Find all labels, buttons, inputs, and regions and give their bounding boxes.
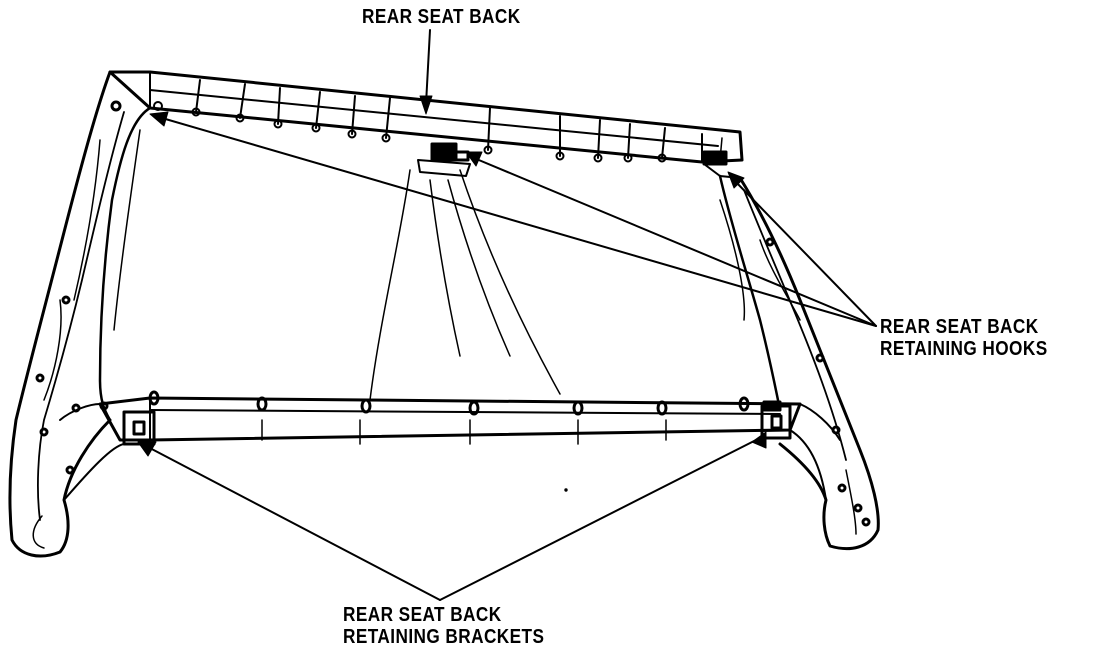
label-retaining-brackets-line-2: RETAINING BRACKETS [343,626,545,648]
label-rear-seat-back: REAR SEAT BACK [362,6,521,28]
leader-retaining-hooks [149,111,877,327]
leader-retaining-brackets [137,431,767,601]
bottom-frame-bar [98,390,802,445]
speckle-dot [564,488,568,492]
left-side-panel [8,70,152,558]
label-retaining-brackets: REAR SEAT BACK RETAINING BRACKETS [343,604,544,648]
top-bar-fasteners [153,79,667,163]
right-side-panel [718,174,880,551]
label-retaining-hooks-line-1: REAR SEAT BACK [880,316,1039,338]
leader-rear-seat-back [419,29,433,115]
center-hook [417,142,471,177]
cover-fold-lines [113,129,746,401]
right-retaining-bracket [760,400,792,440]
lower-cover-flaps [59,403,841,501]
label-retaining-brackets-line-1: REAR SEAT BACK [343,604,502,626]
label-retaining-hooks-line-2: RETAINING HOOKS [880,338,1048,360]
label-retaining-hooks: REAR SEAT BACK RETAINING HOOKS [880,316,1048,360]
